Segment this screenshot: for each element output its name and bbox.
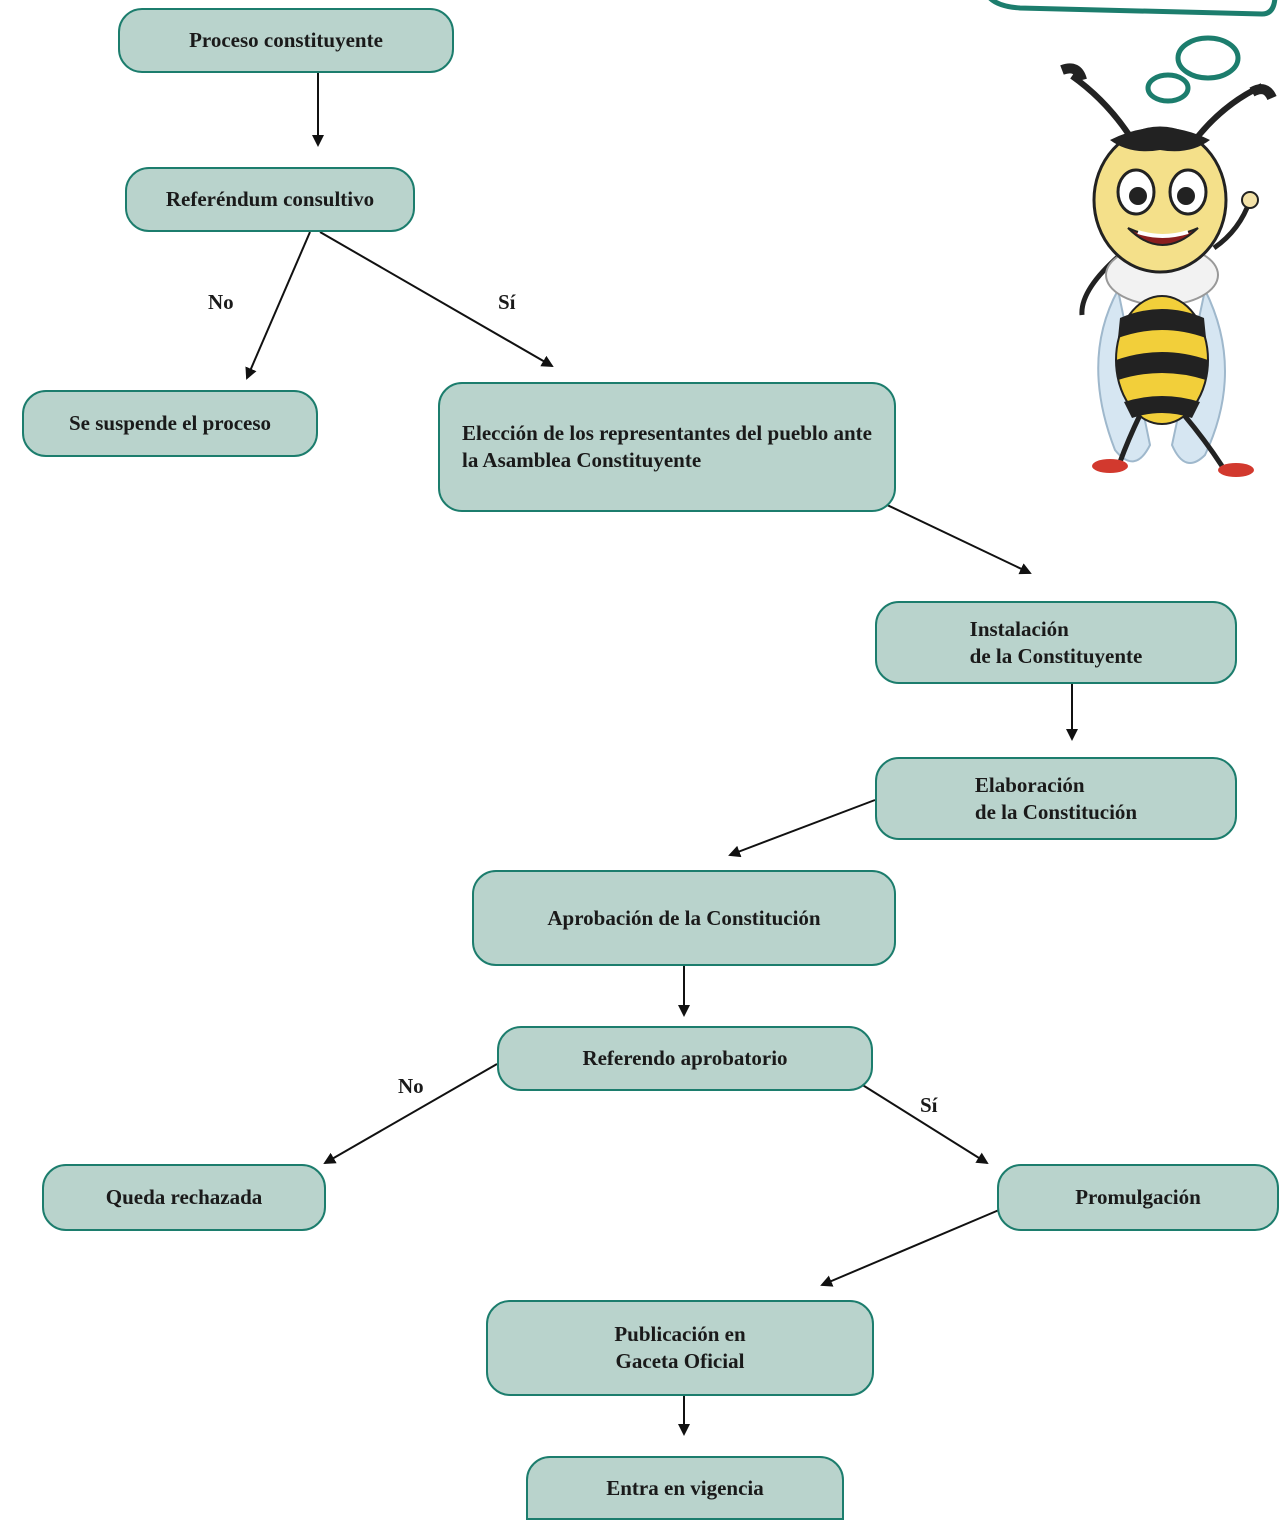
node-label: Se suspende el proceso [68, 411, 272, 436]
arrow-eleccion-instalacion [882, 502, 1032, 575]
node-promulgacion: Promulgación [997, 1164, 1279, 1231]
arrow-promulgacion-publicacion [820, 1209, 1000, 1287]
node-publicacion-gaceta-oficial: Publicación en Gaceta Oficial [486, 1300, 874, 1396]
node-proceso-constituyente: Proceso constituyente [118, 8, 454, 73]
edge-label-si: Sí [498, 290, 516, 314]
node-eleccion-representantes: Elección de los representantes del puebl… [438, 382, 896, 512]
node-label: Entra en vigencia [606, 1475, 764, 1500]
node-label-line-2: de la Constitución [974, 799, 1138, 824]
arrow-elaboracion-aprobacion [728, 799, 876, 858]
edge-label-no: No [208, 290, 234, 314]
node-queda-rechazada: Queda rechazada [42, 1164, 326, 1231]
node-instalacion-constituyente: Instalación de la Constituyente [875, 601, 1237, 684]
node-se-suspende-el-proceso: Se suspende el proceso [22, 390, 318, 457]
node-label: Referendo aprobatorio [582, 1046, 788, 1071]
edge-label-no: No [398, 1074, 424, 1098]
node-label: Proceso constituyente [189, 28, 383, 53]
arrow-referendum-suspende [245, 231, 311, 380]
node-label-line-2: de la Constituyente [969, 643, 1143, 668]
arrow-referendo-promulgacion [860, 1083, 989, 1165]
node-elaboracion-constitucion: Elaboración de la Constitución [875, 757, 1237, 840]
node-label-line-1: Elaboración [974, 772, 1085, 797]
node-label: Aprobación de la Constitución [547, 905, 821, 930]
bee-mascot-illustration [1060, 63, 1277, 477]
node-label: Elección de los representantes del puebl… [462, 421, 872, 472]
arrow-referendum-eleccion [319, 231, 554, 368]
thought-bubble-illustration [988, 0, 1278, 104]
node-referendo-aprobatorio: Referendo aprobatorio [497, 1026, 873, 1091]
edge-label-si: Sí [920, 1093, 938, 1117]
node-referendum-consultivo: Referéndum consultivo [125, 167, 415, 232]
node-entra-en-vigencia: Entra en vigencia [526, 1456, 844, 1520]
node-label: Referéndum consultivo [165, 187, 375, 212]
node-label-line-2: Gaceta Oficial [615, 1349, 745, 1373]
node-label-line-1: Instalación [969, 616, 1069, 641]
node-label: Promulgación [1075, 1185, 1201, 1210]
node-aprobacion-constitucion: Aprobación de la Constitución [472, 870, 896, 966]
node-label: Queda rechazada [105, 1185, 263, 1210]
arrow-referendo-rechazada [323, 1063, 498, 1164]
node-label-line-1: Publicación en [614, 1322, 746, 1347]
